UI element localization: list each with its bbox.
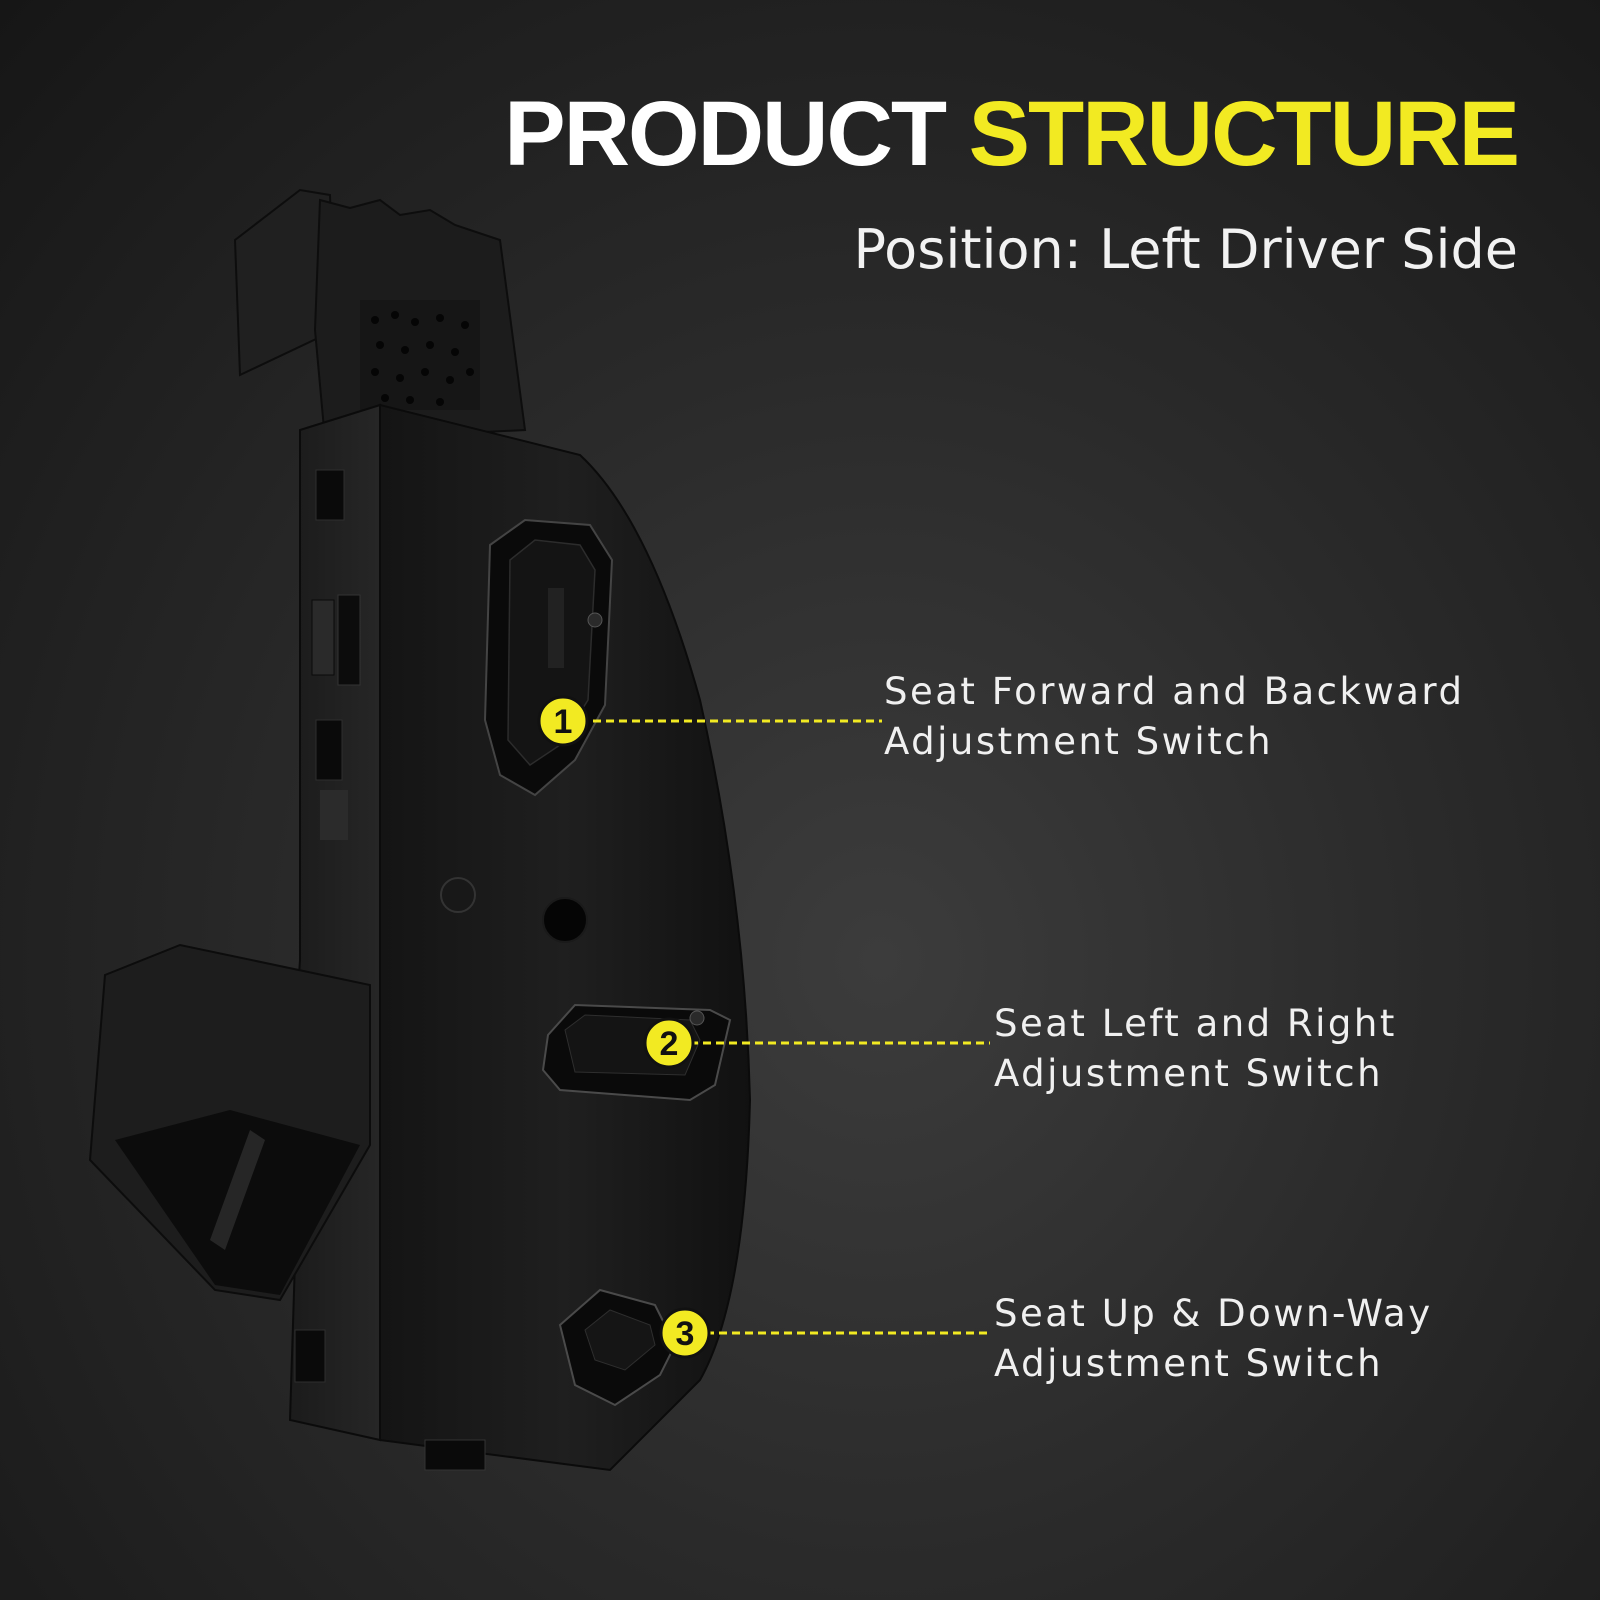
lower-bracket (88, 943, 371, 1302)
callout-number-1: 1 (554, 703, 573, 741)
side-clip-1 (315, 469, 345, 521)
callout-1-line-2: Adjustment Switch (884, 720, 1274, 763)
callout-number-3-badge: 3 (659, 1307, 711, 1359)
callout-2-line-1: Seat Left and Right (994, 1002, 1397, 1045)
housing-side (278, 403, 381, 1442)
title-word-structure: STRUCTURE (968, 83, 1520, 185)
switch-up-down (558, 1288, 677, 1407)
title-word-product: PRODUCT (504, 83, 947, 185)
side-clip-4 (315, 719, 343, 781)
top-connector (233, 188, 527, 442)
callout-number-3: 3 (676, 1315, 695, 1353)
callout-number-2-badge: 2 (643, 1017, 695, 1069)
side-clip-3 (337, 594, 361, 686)
callout-3-line-1: Seat Up & Down-Way (994, 1292, 1433, 1335)
screw (440, 877, 476, 913)
side-clip-2 (311, 599, 335, 676)
page-title: PRODUCT STRUCTURE (504, 88, 1520, 180)
callout-2-line-2: Adjustment Switch (994, 1052, 1384, 1095)
callout-2-text: Seat Left and Right Adjustment Switch (994, 999, 1397, 1099)
callout-3-line-2: Adjustment Switch (994, 1342, 1384, 1385)
callout-number-2: 2 (660, 1025, 679, 1063)
label-sticker (320, 790, 348, 840)
callout-3-text: Seat Up & Down-Way Adjustment Switch (994, 1289, 1433, 1389)
hole (542, 897, 588, 943)
callout-1-text: Seat Forward and Backward Adjustment Swi… (884, 667, 1464, 767)
switch-left-right (541, 1003, 732, 1102)
bottom-connector (424, 1439, 486, 1471)
position-subtitle: Position: Left Driver Side (853, 218, 1518, 281)
callout-number-1-badge: 1 (537, 695, 589, 747)
side-clip-5 (294, 1329, 326, 1383)
callout-1-line-1: Seat Forward and Backward (884, 670, 1465, 713)
